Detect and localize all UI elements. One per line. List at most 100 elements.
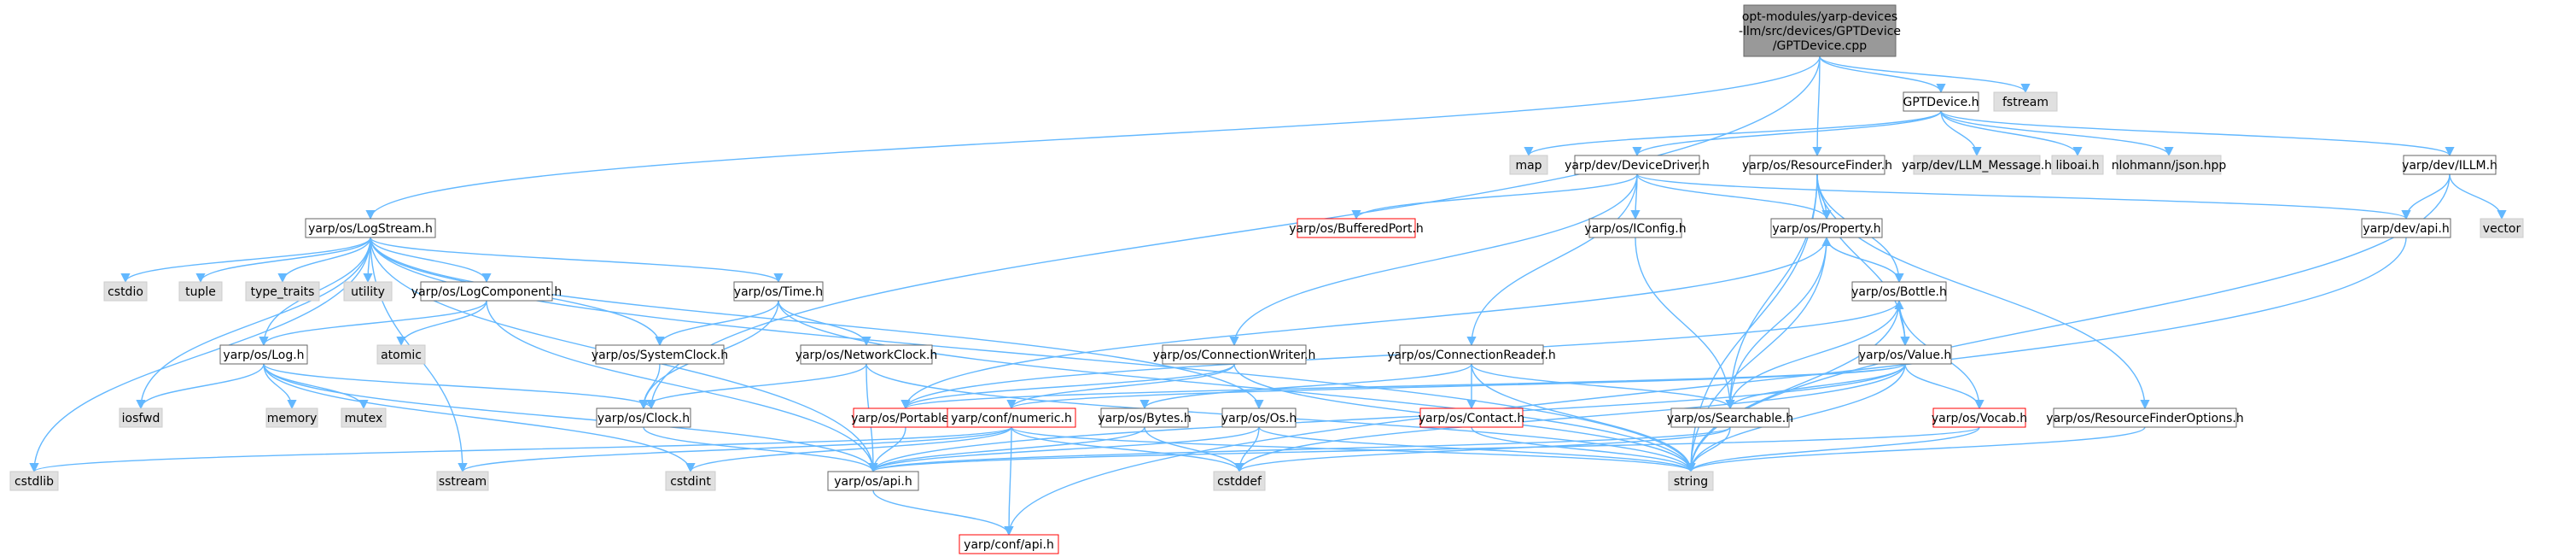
node-resourcefinderoptions[interactable]: yarp/os/ResourceFinderOptions.h xyxy=(2046,407,2244,428)
nodes-layer: opt-modules/yarp-devices-llm/src/devices… xyxy=(9,4,2524,554)
node-searchable[interactable]: yarp/os/Searchable.h xyxy=(1667,407,1793,428)
edge-log-to-osapi xyxy=(263,363,878,473)
node-label: iosfwd xyxy=(122,412,160,425)
edge-bytes-to-cstddef xyxy=(1144,426,1244,473)
node-atomic: atomic xyxy=(376,344,426,365)
edge-value-to-numeric xyxy=(1006,363,1906,410)
node-label: yarp/os/Contact.h xyxy=(1419,412,1525,425)
node-cstddef: cstddef xyxy=(1213,471,1266,491)
node-label: memory xyxy=(267,412,318,425)
edge-logstream-to-iosfwd xyxy=(136,237,371,410)
node-label: yarp/dev/LLM_Message.h xyxy=(1902,159,2052,173)
edge-devicedriver-to-connectionwriter xyxy=(1229,173,1638,347)
edge-numeric-to-confapi xyxy=(1004,426,1014,536)
node-label: yarp/os/Clock.h xyxy=(597,412,690,425)
node-bytes[interactable]: yarp/os/Bytes.h xyxy=(1098,407,1192,428)
node-networkclock[interactable]: yarp/os/NetworkClock.h xyxy=(796,344,938,365)
edge-connectionreader-to-string xyxy=(1471,363,1696,473)
edge-vocab-to-osapi xyxy=(868,426,1980,473)
node-iconfig[interactable]: yarp/os/IConfig.h xyxy=(1584,218,1687,238)
node-box xyxy=(1749,155,1885,175)
node-type_traits: type_traits xyxy=(245,281,320,302)
node-time[interactable]: yarp/os/Time.h xyxy=(733,281,824,302)
node-box xyxy=(1932,407,2026,428)
node-box xyxy=(103,281,148,302)
node-bottle[interactable]: yarp/os/Bottle.h xyxy=(1851,281,1947,302)
node-connectionreader[interactable]: yarp/os/ConnectionReader.h xyxy=(1387,344,1556,365)
node-box xyxy=(1213,471,1266,491)
node-devicedriver[interactable]: yarp/dev/DeviceDriver.h xyxy=(1565,155,1710,175)
node-bufferedport[interactable]: yarp/os/BufferedPort.h xyxy=(1289,218,1424,238)
node-devapi[interactable]: yarp/dev/api.h xyxy=(2361,218,2451,238)
edge-logstream-to-cstdlib xyxy=(29,237,371,473)
node-llm_message: yarp/dev/LLM_Message.h xyxy=(1902,155,2052,175)
edge-resourcefinder-to-searchable xyxy=(1725,173,1818,410)
node-box xyxy=(665,471,716,491)
edge-value-to-cstddef xyxy=(1234,363,1906,473)
edge-searchable-to-osapi xyxy=(868,426,1731,473)
edge-numeric-to-string xyxy=(1011,426,1696,473)
node-property[interactable]: yarp/os/Property.h xyxy=(1770,218,1883,238)
edge-logstream-to-tuple xyxy=(195,237,371,284)
node-label: cstdint xyxy=(670,475,711,489)
node-value[interactable]: yarp/os/Value.h xyxy=(1858,344,1952,365)
node-confapi[interactable]: yarp/conf/api.h xyxy=(959,534,1059,554)
node-sstream: sstream xyxy=(436,471,489,491)
node-label: cstddef xyxy=(1217,475,1262,489)
edge-root-to-resourcefinder xyxy=(1812,56,1822,157)
node-contact[interactable]: yarp/os/Contact.h xyxy=(1419,407,1525,428)
node-illm[interactable]: yarp/dev/ILLM.h xyxy=(2402,155,2497,175)
node-osapi[interactable]: yarp/os/api.h xyxy=(827,471,919,491)
node-gptdevice[interactable]: GPTDevice.h xyxy=(1903,91,1979,112)
node-clock[interactable]: yarp/os/Clock.h xyxy=(596,407,691,428)
edge-connectionreader-to-searchable xyxy=(1471,363,1735,410)
node-tuple: tuple xyxy=(178,281,223,302)
edge-illm-to-devapi xyxy=(2401,173,2451,220)
node-box xyxy=(343,281,393,302)
node-os[interactable]: yarp/os/Os.h xyxy=(1221,407,1297,428)
node-box xyxy=(1668,471,1714,491)
node-box xyxy=(947,407,1076,428)
node-mutex: mutex xyxy=(341,407,387,428)
node-box xyxy=(1743,4,1897,57)
edge-connectionwriter-to-numeric xyxy=(1006,363,1235,410)
node-log[interactable]: yarp/os/Log.h xyxy=(219,344,308,365)
node-portable[interactable]: yarp/os/Portable.h xyxy=(851,407,960,428)
node-root[interactable]: opt-modules/yarp-devices-llm/src/devices… xyxy=(1739,4,1901,57)
node-label: tuple xyxy=(185,285,216,299)
node-logcomponent[interactable]: yarp/os/LogComponent.h xyxy=(411,281,562,302)
node-label: yarp/os/ConnectionWriter.h xyxy=(1153,349,1316,362)
node-label: yarp/os/Log.h xyxy=(223,349,304,362)
edge-property-to-string xyxy=(1686,237,1827,473)
edge-log-to-memory xyxy=(263,363,297,410)
node-string: string xyxy=(1668,471,1714,491)
edge-bottle-to-property xyxy=(1821,236,1900,283)
node-label: yarp/os/Bytes.h xyxy=(1098,412,1191,425)
node-box xyxy=(1670,407,1790,428)
node-numeric[interactable]: yarp/conf/numeric.h xyxy=(947,407,1076,428)
edge-gptdevice-to-json xyxy=(1940,110,2174,157)
node-label: yarp/os/ResourceFinder.h xyxy=(1742,159,1892,173)
edge-bytes-to-osapi xyxy=(868,426,1145,473)
node-box xyxy=(2403,155,2497,175)
node-resourcefinder[interactable]: yarp/os/ResourceFinder.h xyxy=(1742,155,1892,175)
node-label: cstdio xyxy=(108,285,143,299)
node-connectionwriter[interactable]: yarp/os/ConnectionWriter.h xyxy=(1153,344,1316,365)
node-box xyxy=(1574,155,1700,175)
edge-devicedriver-to-connectionreader xyxy=(1466,173,1638,347)
node-iosfwd: iosfwd xyxy=(119,407,163,428)
node-box xyxy=(1858,344,1952,365)
node-box xyxy=(800,344,933,365)
node-systemclock[interactable]: yarp/os/SystemClock.h xyxy=(592,344,728,365)
node-logstream[interactable]: yarp/os/LogStream.h xyxy=(305,218,436,238)
node-label: yarp/os/ResourceFinderOptions.h xyxy=(2046,412,2243,425)
node-label: sstream xyxy=(439,475,487,489)
node-label: yarp/os/Portable.h xyxy=(851,412,960,425)
node-vocab[interactable]: yarp/os/Vocab.h xyxy=(1932,407,2027,428)
node-label: /GPTDevice.cpp xyxy=(1773,39,1867,53)
node-label: yarp/os/Bottle.h xyxy=(1851,285,1947,299)
node-label: yarp/dev/DeviceDriver.h xyxy=(1565,159,1710,173)
edge-devicedriver-to-bufferedport xyxy=(1351,173,1638,220)
node-box xyxy=(1851,281,1947,302)
node-box xyxy=(1770,218,1883,238)
